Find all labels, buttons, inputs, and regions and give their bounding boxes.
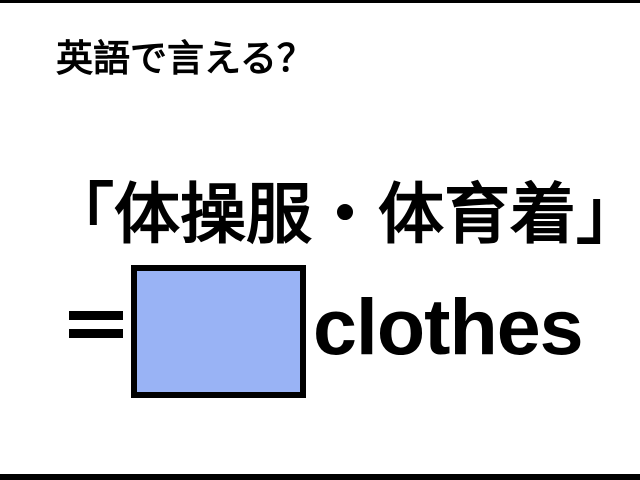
japanese-term: 「体操服・体育着」 bbox=[48, 176, 640, 253]
equals-bar-bottom bbox=[69, 329, 123, 338]
top-border bbox=[0, 0, 640, 3]
answer-suffix-word: clothes bbox=[313, 282, 584, 371]
equals-sign bbox=[69, 311, 123, 338]
bottom-border bbox=[0, 474, 640, 480]
quiz-prompt: 英語で言える？ bbox=[56, 37, 314, 80]
answer-blank-box bbox=[131, 265, 306, 398]
equals-bar-top bbox=[69, 311, 123, 320]
